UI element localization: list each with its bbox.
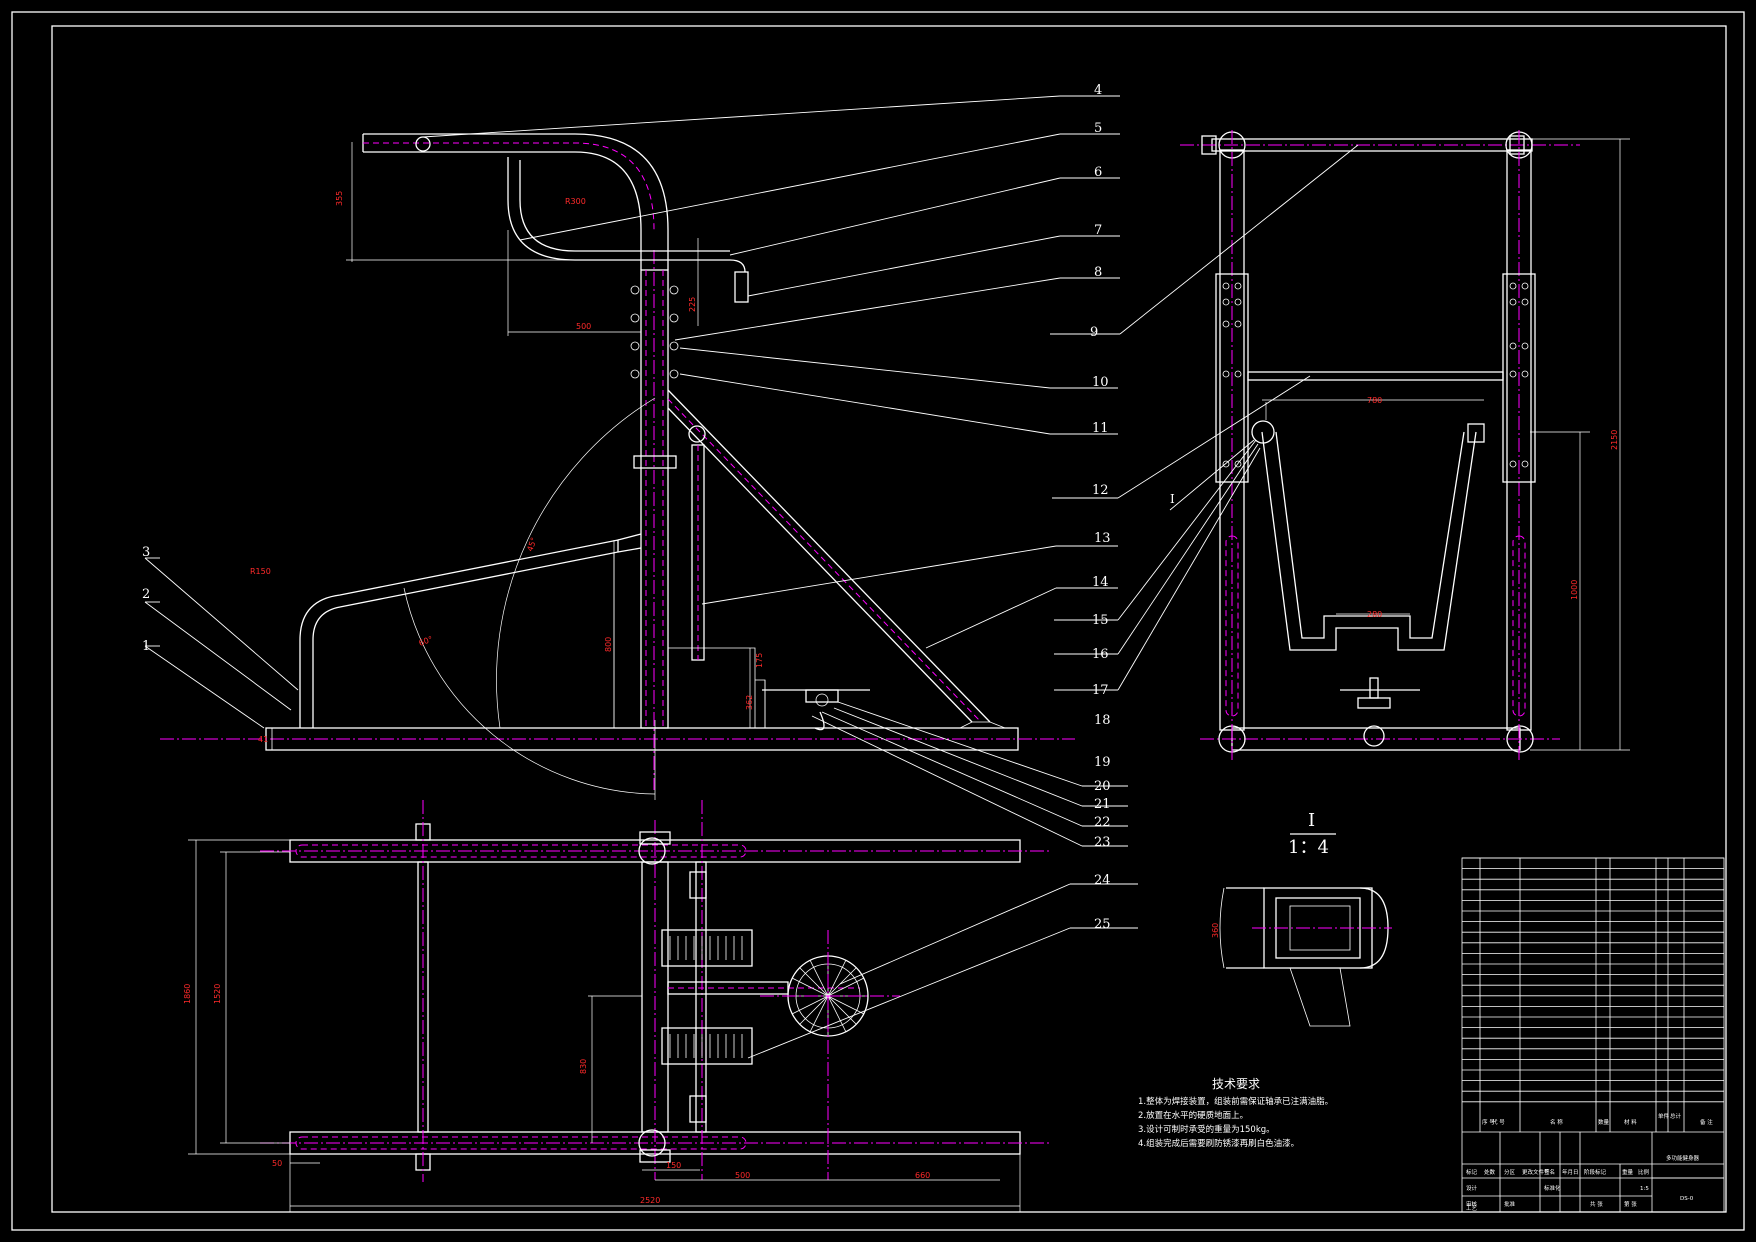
footer-label: 工艺 [1466, 1205, 1478, 1212]
drawing-name: 多功能健身器 [1666, 1154, 1700, 1162]
dim-front-span-top: 500 [576, 322, 591, 331]
part-number: 7 [1094, 223, 1102, 238]
tech-req-item: 2.放置在水平的硬质地面上。 [1138, 1110, 1248, 1121]
detail-label: I [1308, 810, 1315, 831]
part-number: 24 [1094, 873, 1111, 888]
dim-plan-width-inner: 1520 [213, 984, 222, 1004]
footer-label: 共 张 [1590, 1200, 1603, 1208]
detail-view: I 1：4 360 [1211, 810, 1392, 1027]
part-number: 11 [1092, 421, 1109, 436]
part-number: 6 [1094, 165, 1102, 180]
dim-plan-len-c: 660 [915, 1171, 930, 1180]
svg-text:41: 41 [258, 735, 268, 744]
dim-side-width-bottom: 280 [1367, 610, 1382, 619]
dim-plan-len-a: 150 [666, 1161, 681, 1170]
technical-requirements: 技术要求 1.整体为焊接装置，组装前需保证轴承已注满油脂。 2.放置在水平的硬质… [1138, 1077, 1333, 1149]
part-number: 3 [142, 545, 150, 560]
footer-label: 处数 [1484, 1168, 1496, 1176]
dim-front-height-top: 355 [335, 191, 344, 206]
part-number: 22 [1094, 815, 1111, 830]
dim-plan-len-total: 2520 [640, 1196, 660, 1205]
footer-label: 设计 [1466, 1184, 1478, 1192]
dim-plan-len-b: 500 [735, 1171, 750, 1180]
dim-side-height-total: 2150 [1610, 430, 1619, 450]
tech-req-heading: 技术要求 [1212, 1077, 1260, 1091]
col-header: 单件 [1658, 1112, 1670, 1120]
part-number: 4 [1094, 83, 1102, 98]
footer-label: 第 张 [1624, 1200, 1637, 1208]
dim-front-radius-lower: R150 [250, 567, 271, 576]
drawing-number: DS-0 [1680, 1196, 1694, 1202]
part-number: 15 [1092, 613, 1109, 628]
footer-label: 比例 [1638, 1168, 1650, 1176]
detail-marker: I [1170, 492, 1175, 506]
detail-scale: 1：4 [1288, 837, 1329, 858]
part-number: 8 [1094, 265, 1102, 280]
part-number: 12 [1092, 483, 1109, 498]
footer-label: 分区 [1504, 1168, 1516, 1176]
col-header: 总计 [1670, 1112, 1682, 1120]
part-number: 25 [1094, 917, 1111, 932]
part-number: 5 [1094, 121, 1102, 136]
dim-side-height-mid: 1000 [1570, 580, 1579, 600]
dim-front-step-a: 175 [755, 653, 764, 668]
footer-label: 审核 [1466, 1200, 1478, 1208]
title-block: 序 号 代 号 名 称 数量 材 料 单件 总计 备 注 标记 处数 分区 更改… [1461, 857, 1725, 1213]
tech-req-item: 1.整体为焊接装置，组装前需保证轴承已注满油脂。 [1138, 1096, 1333, 1107]
part-number-labels: 1 2 3 4 5 6 7 8 9 10 11 12 13 14 15 16 1… [142, 83, 1111, 932]
part-number: 23 [1094, 835, 1111, 850]
scale-value: 1:5 [1640, 1186, 1649, 1192]
col-header: 数量 [1598, 1118, 1610, 1126]
tech-req-item: 3.设计可制时承受的重量为150kg。 [1138, 1124, 1275, 1135]
col-header: 名 称 [1550, 1118, 1563, 1126]
dim-front-radius-top: R300 [565, 197, 586, 206]
part-number: 14 [1092, 575, 1109, 590]
dim-front-step-b: 362 [745, 695, 754, 710]
tech-req-item: 4.组装完成后需要刷防锈漆再刷白色油漆。 [1138, 1138, 1299, 1149]
part-number: 19 [1094, 755, 1111, 770]
footer-label: 年月日 [1562, 1168, 1579, 1176]
part-number: 17 [1092, 683, 1109, 698]
dim-front-angle-lower: 60° [418, 635, 434, 648]
dim-plan-width-outer: 1860 [183, 984, 192, 1004]
footer-label: 签名 [1544, 1168, 1555, 1176]
front-view: R300 355 500 225 R150 45° 60° 800 175 36… [144, 95, 1128, 847]
col-header: 代 号 [1492, 1118, 1505, 1126]
part-number: 16 [1092, 647, 1109, 662]
part-number: 9 [1090, 325, 1098, 340]
col-header: 材 料 [1624, 1118, 1637, 1126]
part-number: 10 [1092, 375, 1109, 390]
outer-border [11, 11, 1745, 1231]
plan-view: 1860 1520 830 50 150 500 660 2520 [183, 800, 1138, 1212]
footer-label: 标记 [1466, 1168, 1478, 1176]
dim-front-angle-upper: 45° [525, 536, 538, 552]
footer-label: 更改文件号 [1522, 1168, 1550, 1176]
footer-label: 重量 [1622, 1168, 1634, 1176]
dim-plan-depth: 830 [579, 1059, 588, 1074]
footer-label: 批准 [1504, 1200, 1516, 1208]
col-header: 备 注 [1700, 1118, 1713, 1126]
part-number: 2 [142, 587, 150, 602]
dim-front-height-mid: 800 [604, 637, 613, 652]
dim-side-width-inner: 780 [1367, 396, 1382, 405]
part-number: 20 [1094, 779, 1111, 794]
col-header: 序 号 [1482, 1118, 1495, 1126]
part-number: 18 [1094, 713, 1111, 728]
inner-border [51, 25, 1727, 1213]
dim-detail: 360 [1211, 923, 1220, 938]
dim-plan-small: 50 [272, 1159, 282, 1168]
part-number: 21 [1094, 797, 1111, 812]
part-number: 13 [1094, 531, 1111, 546]
footer-label: 标准化 [1544, 1184, 1561, 1192]
part-number: 1 [142, 639, 150, 654]
side-view: 780 280 2150 1000 I [1050, 130, 1630, 760]
dim-front-post-offset: 225 [688, 297, 697, 312]
footer-label: 阶段标记 [1584, 1168, 1607, 1176]
